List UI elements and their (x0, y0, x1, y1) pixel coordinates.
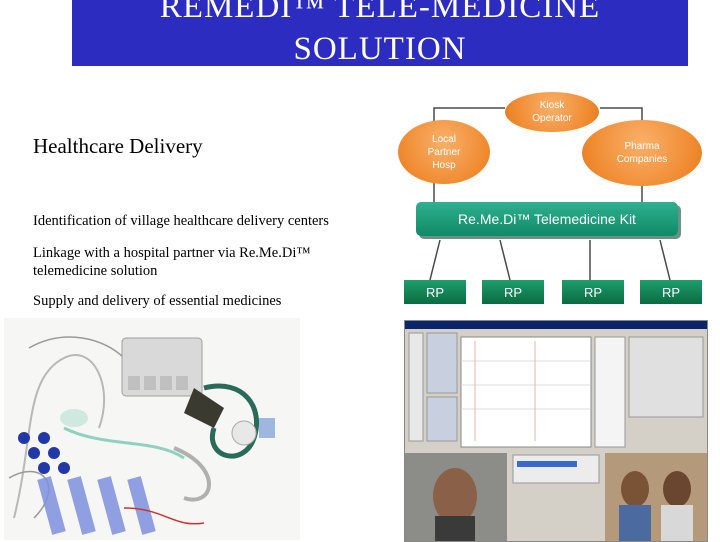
medical-kit-photo (4, 318, 300, 540)
local-partner-hosp-node: Local Partner Hosp (398, 120, 490, 184)
kiosk-operator-label: Kiosk Operator (532, 100, 572, 124)
telemedicine-kit-box: Re.Me.Di™ Telemedicine Kit (416, 202, 678, 236)
section-heading: Healthcare Delivery (33, 134, 203, 158)
slide-title: REMEDI™ TELE-MEDICINE SOLUTION (159, 0, 601, 66)
rp-label: RP (503, 284, 523, 300)
rp-box: RP (640, 280, 702, 304)
kit-to-rp-connector (659, 239, 671, 281)
telemedicine-software-screenshot (404, 320, 708, 542)
bullet-item: Supply and delivery of essential medicin… (33, 293, 282, 309)
title-banner: REMEDI™ TELE-MEDICINE SOLUTION (72, 0, 688, 66)
bullet-item: Identification of village healthcare del… (33, 213, 329, 229)
rp-label: RP (583, 284, 603, 300)
telemedicine-kit-label: Re.Me.Di™ Telemedicine Kit (458, 211, 636, 227)
kiosk-operator-node: Kiosk Operator (505, 92, 599, 132)
kit-to-rp-connector (499, 239, 511, 281)
pharma-companies-label: Pharma Companies (616, 141, 668, 165)
rp-box: RP (482, 280, 544, 304)
rp-label: RP (425, 284, 445, 300)
bullet-item: Linkage with a hospital partner via Re.M… (33, 245, 311, 279)
rp-box: RP (562, 280, 624, 304)
pharma-companies-node: Pharma Companies (582, 120, 702, 186)
medical-kit-illustration (8, 336, 275, 535)
local-partner-hosp-label: Local Partner Hosp (427, 133, 461, 171)
rp-box: RP (404, 280, 466, 304)
rp-label: RP (661, 284, 681, 300)
software-window-illustration (405, 321, 707, 541)
kit-to-rp-connector (429, 239, 441, 281)
